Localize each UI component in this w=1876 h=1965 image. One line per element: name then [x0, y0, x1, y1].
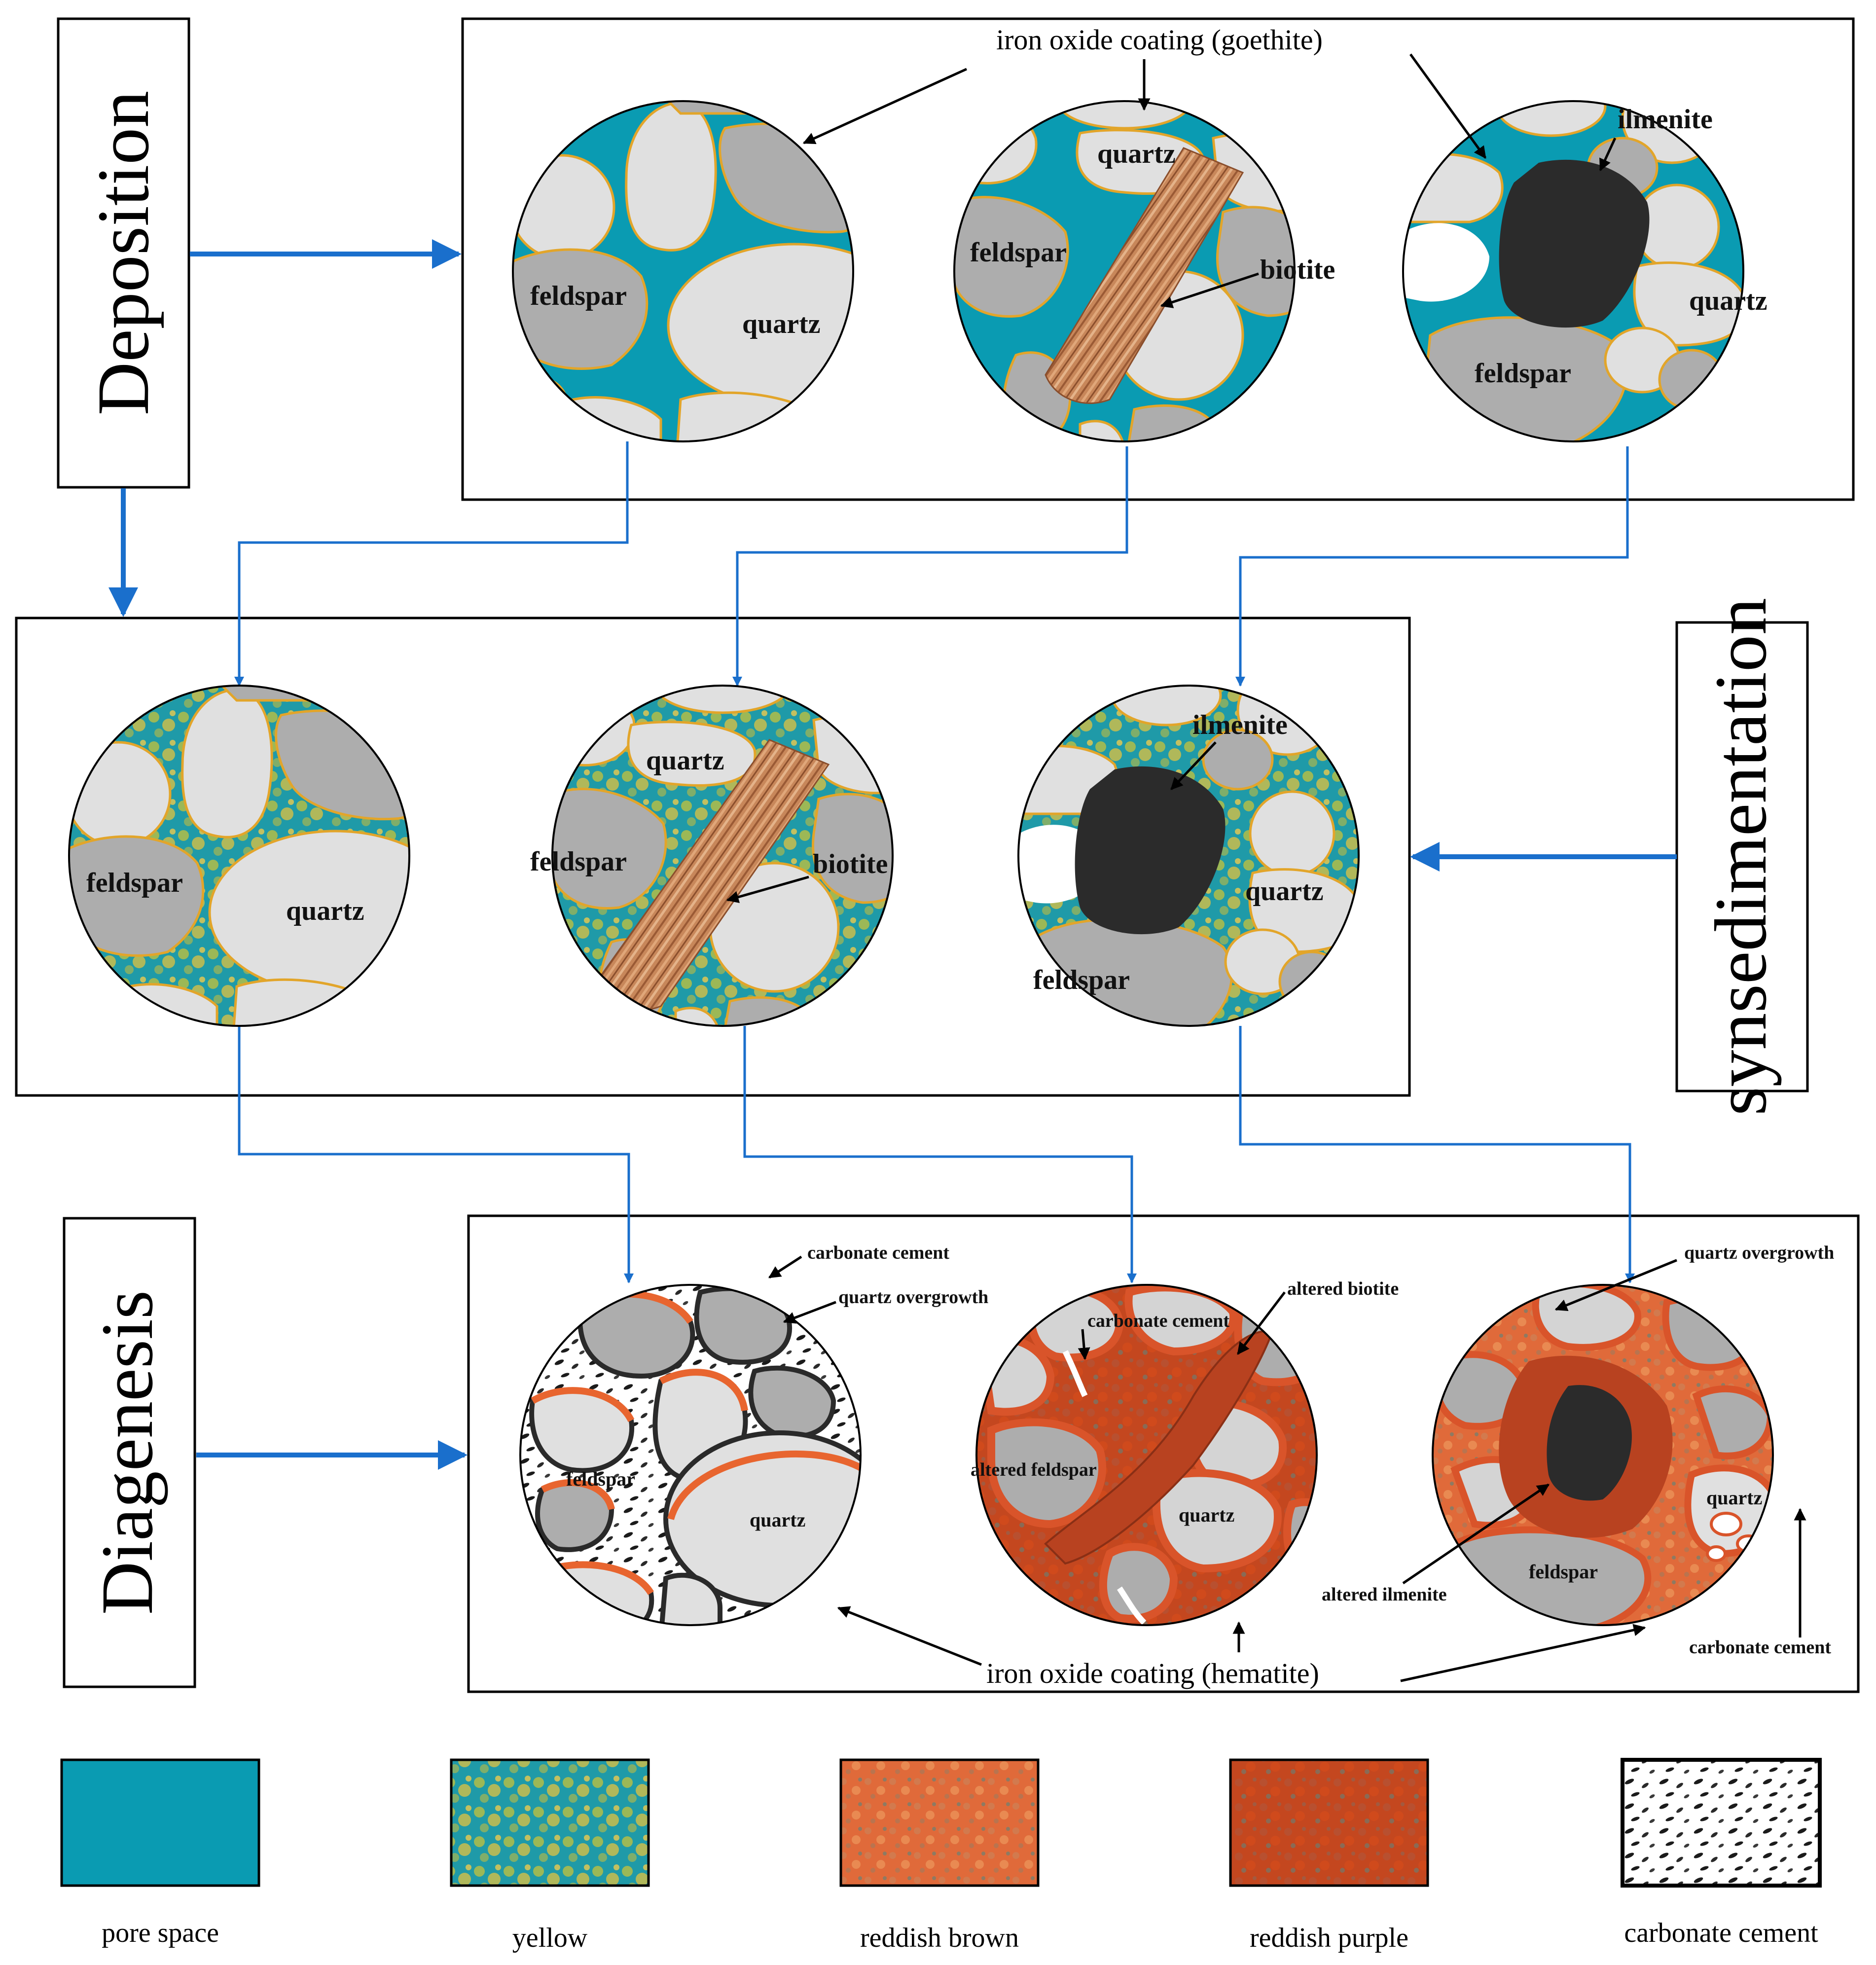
- legend-item-pore-space: pore space: [60, 1758, 260, 1948]
- synsed-annotation-arrows: [726, 741, 1217, 903]
- diagenesis-circle-2: carbonate cement altered biotite altered…: [971, 1278, 1399, 1626]
- diagenesis-annotation-arrows: [768, 1255, 1806, 1682]
- hematite-coating-label: iron oxide coating (hematite): [986, 1657, 1319, 1689]
- diagenesis-label: Diagenesis: [86, 1290, 168, 1615]
- goethite-coating-label: iron oxide coating (goethite): [996, 24, 1323, 56]
- c3-quartz-label: quartz: [1706, 1487, 1762, 1509]
- b2-feldspar-label: feldspar: [530, 846, 627, 877]
- a1-feldspar-label: feldspar: [530, 281, 627, 311]
- legend-label-yellow: yellow: [512, 1923, 588, 1953]
- c1-quartz-label: quartz: [750, 1509, 805, 1531]
- legend-swatch-pore-space: [60, 1758, 260, 1887]
- legend-swatch-reddish-brown: [839, 1758, 1040, 1887]
- deposition-circle-3: ilmenite quartz feldspar: [1402, 100, 1768, 442]
- a2-quartz-label: quartz: [1097, 139, 1176, 169]
- b3-quartz-label: quartz: [1245, 876, 1324, 907]
- b3-feldspar-label: feldspar: [1033, 965, 1130, 995]
- synsed-circle-2: quartz feldspar biotite: [530, 685, 894, 1027]
- diagenesis-circle-3: quartz overgrowth quartz feldspar altere…: [1322, 1242, 1834, 1658]
- c3-altered-ilmenite-label: altered ilmenite: [1322, 1584, 1447, 1605]
- legend-item-carbonate-cement: carbonate cement: [1621, 1758, 1822, 1948]
- a2-biotite-label: biotite: [1260, 255, 1335, 285]
- legend-label-reddish-purple: reddish purple: [1250, 1923, 1408, 1953]
- c3-feldspar-label: feldspar: [1529, 1561, 1598, 1583]
- c1-feldspar-label: feldspar: [566, 1468, 635, 1490]
- c3-carbonate-label: carbonate cement: [1689, 1637, 1831, 1658]
- legend-label-carbonate-cement: carbonate cement: [1624, 1918, 1818, 1948]
- circle-connectors: [234, 441, 1635, 1283]
- legend-swatch-yellow: [450, 1758, 650, 1887]
- deposition-stage-box: Deposition: [57, 17, 190, 489]
- stage-flow-arrows: [108, 239, 1677, 1470]
- legend-item-reddish-brown: reddish brown: [839, 1758, 1040, 1953]
- c2-carbonate-label: carbonate cement: [1087, 1310, 1229, 1331]
- b1-quartz-label: quartz: [286, 896, 364, 926]
- a2-feldspar-label: feldspar: [970, 237, 1067, 268]
- synsed-circle-1: feldspar quartz: [68, 685, 410, 1027]
- diagenesis-panel-frame: [467, 1214, 1860, 1693]
- b2-quartz-label: quartz: [646, 745, 724, 776]
- deposition-panel-frame: [461, 17, 1855, 501]
- diagenesis-circle-1: carbonate cement quartz overgrowth felds…: [519, 1242, 988, 1626]
- b3-ilmenite-label: ilmenite: [1192, 710, 1288, 740]
- legend-label-reddish-brown: reddish brown: [860, 1923, 1019, 1953]
- deposition-circle-1: feldspar quartz: [512, 100, 854, 442]
- legend-item-yellow: yellow: [450, 1758, 650, 1953]
- a1-quartz-label: quartz: [742, 309, 821, 339]
- legend-swatch-reddish-purple: [1229, 1758, 1429, 1887]
- b1-feldspar-label: feldspar: [86, 868, 183, 898]
- goethite-annotation-arrows: [802, 53, 1617, 308]
- c2-altered-biotite-label: altered biotite: [1287, 1278, 1399, 1299]
- synsedimentation-stage-box: synsedimentation: [1675, 598, 1809, 1116]
- c3-overgrowth-label: quartz overgrowth: [1684, 1242, 1834, 1263]
- c2-quartz-label: quartz: [1179, 1504, 1234, 1526]
- diagenesis-stage-box: Diagenesis: [63, 1217, 196, 1688]
- legend: pore space yellow reddish brown reddish …: [60, 1758, 1822, 1953]
- deposition-label: Deposition: [82, 91, 164, 415]
- legend-swatch-carbonate-cement: [1621, 1758, 1822, 1888]
- synsedimentation-panel-frame: [15, 617, 1411, 1097]
- synsedimentation-label: synsedimentation: [1700, 598, 1782, 1116]
- c1-overgrowth-label: quartz overgrowth: [838, 1287, 988, 1308]
- c1-carbonate-label: carbonate cement: [807, 1242, 949, 1263]
- legend-label-pore-space: pore space: [102, 1918, 219, 1948]
- b2-biotite-label: biotite: [813, 849, 888, 879]
- synsed-circle-3: ilmenite quartz feldspar: [1017, 685, 1360, 1027]
- deposition-circle-2: quartz feldspar biotite: [953, 100, 1335, 442]
- a3-feldspar-label: feldspar: [1475, 358, 1571, 389]
- a3-ilmenite-label: ilmenite: [1618, 104, 1713, 135]
- c2-altered-feldspar-label: altered feldspar: [971, 1459, 1097, 1480]
- a3-quartz-label: quartz: [1689, 286, 1768, 316]
- legend-item-reddish-purple: reddish purple: [1229, 1758, 1429, 1953]
